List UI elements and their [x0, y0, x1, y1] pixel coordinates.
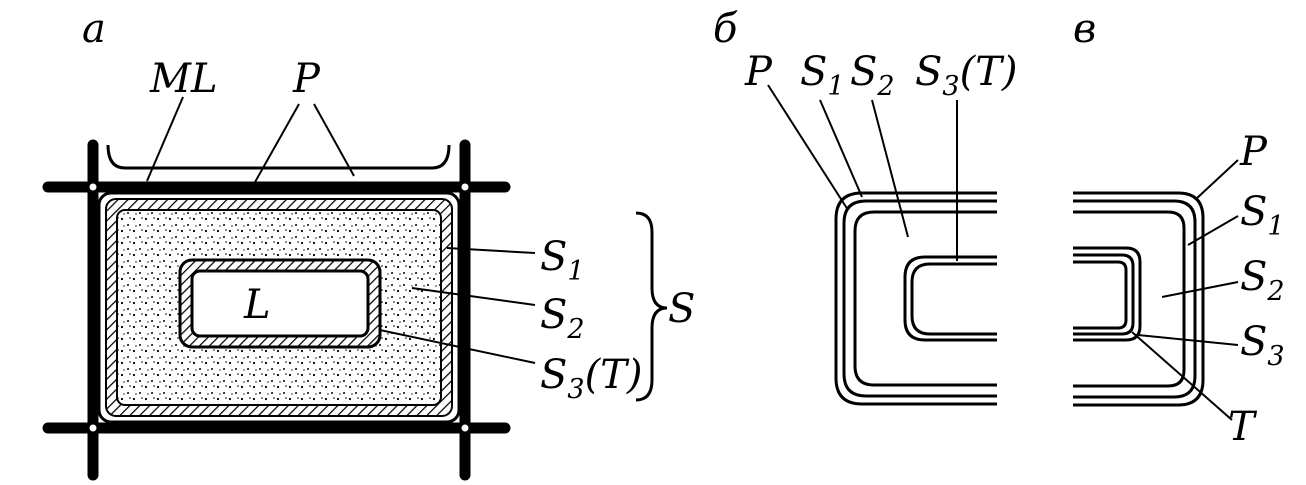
label-L: L — [243, 282, 271, 328]
panel-c-leaders — [1131, 159, 1239, 421]
label-S2: S2 — [540, 292, 585, 345]
panel-b-leaders — [767, 84, 958, 261]
panel-a-leaders — [146, 96, 536, 364]
label-S2: S2 — [850, 49, 895, 102]
panel-b-layers — [834, 191, 997, 406]
panel-c-layers — [1073, 191, 1205, 407]
label-S1: S1 — [1240, 189, 1285, 242]
primary-wall-bracket — [106, 144, 451, 170]
middle-lamella-network — [42, 139, 511, 481]
label-P: P — [744, 49, 773, 95]
lumen-L — [190, 269, 370, 338]
S-group-brace — [635, 211, 668, 402]
panel-c-letter: в — [1073, 6, 1096, 52]
corner-junctions — [86, 180, 472, 435]
label-S-group: S — [668, 286, 695, 332]
label-S3T: S3(T) — [540, 352, 642, 405]
label-P: P — [292, 56, 321, 102]
label-S1: S1 — [800, 49, 845, 102]
label-P: P — [1239, 129, 1268, 175]
label-ML: ML — [149, 56, 218, 102]
panel-b-letter: б — [713, 6, 738, 52]
label-T: T — [1228, 404, 1258, 450]
panel-a-letter: а — [82, 6, 106, 52]
label-S1: S1 — [540, 234, 585, 287]
panel-a: а — [42, 6, 695, 481]
label-S2: S2 — [1240, 254, 1285, 307]
panel-b: б P S1 S2 S3(T) — [713, 6, 1017, 406]
label-S3T: S3(T) — [915, 49, 1017, 102]
label-S3: S3 — [1240, 319, 1285, 372]
panel-c: в P S1 S2 S3 T — [1073, 6, 1285, 450]
